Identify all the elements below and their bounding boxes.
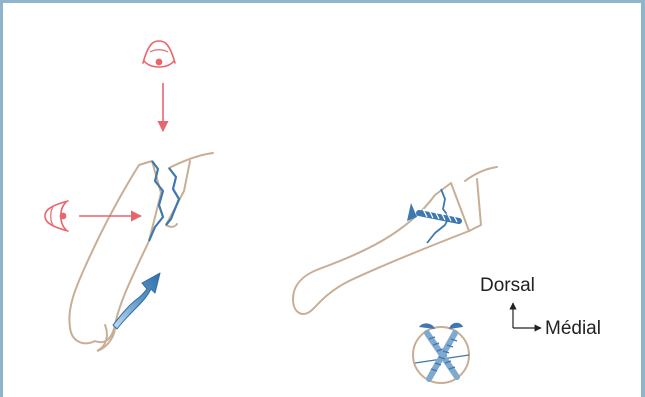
fracture-line-proximal (165, 167, 181, 226)
bone-after-fixation (292, 166, 498, 315)
bone-shaft-left (68, 160, 162, 345)
dorsal-label: Dorsal (480, 275, 535, 296)
bone-tip-left (96, 324, 116, 352)
orientation-axes (509, 302, 542, 332)
screw-icon (407, 203, 462, 224)
crossed-screws-inset (412, 322, 470, 384)
screw-icon (426, 322, 463, 382)
eye-icon (142, 40, 176, 68)
bone-head-right (464, 166, 498, 232)
eye-icon (44, 200, 69, 232)
fracture-fixation-diagram (44, 40, 542, 384)
medial-label: Médial (545, 318, 601, 339)
bone-before-reduction (68, 152, 214, 352)
bone-shaft-right (292, 182, 470, 315)
fracture-line-distal (147, 160, 165, 242)
curved-arrow-icon (112, 272, 161, 330)
